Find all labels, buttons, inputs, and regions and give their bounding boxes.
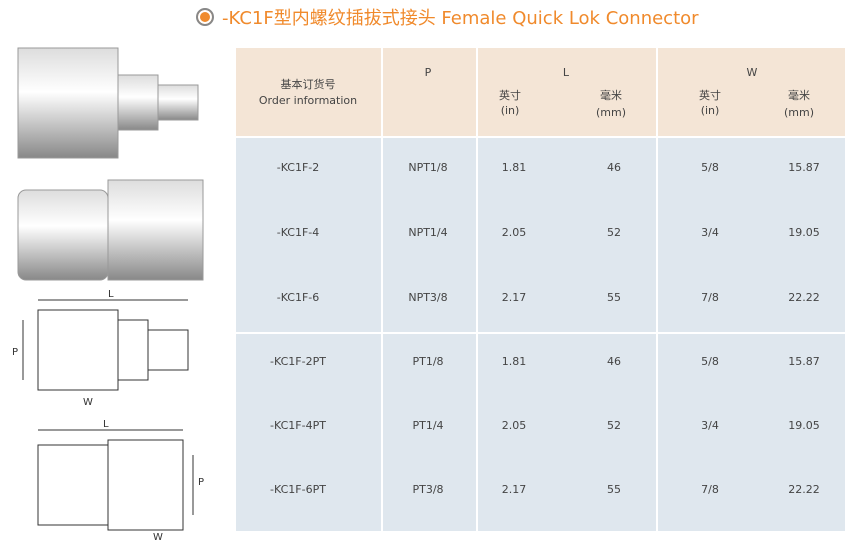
table-cell: 2.17 bbox=[501, 291, 527, 304]
table-cell: -KC1F-6 bbox=[276, 291, 320, 304]
plug-drawing: L P W bbox=[12, 289, 189, 408]
l-mm-header: 毫米 bbox=[600, 89, 622, 102]
table-cell: PT3/8 bbox=[412, 483, 444, 496]
w-in-header: 英寸 bbox=[699, 89, 721, 102]
table-body bbox=[236, 138, 845, 531]
table-cell: NPT1/4 bbox=[408, 226, 448, 239]
coupler-drawing: L P W bbox=[37, 419, 204, 543]
table-cell: 3/4 bbox=[701, 419, 719, 432]
order-header-en: Order information bbox=[258, 94, 358, 107]
table-cell: 15.87 bbox=[788, 161, 820, 174]
w-label: W bbox=[153, 532, 163, 543]
table-cell: 55 bbox=[607, 291, 621, 304]
table-cell: PT1/4 bbox=[412, 419, 444, 432]
plug-photo bbox=[17, 47, 199, 159]
table-cell: -KC1F-4 bbox=[276, 226, 320, 239]
table-cell: -KC1F-2 bbox=[276, 161, 320, 174]
l-label: L bbox=[108, 289, 114, 300]
w-in-unit: (in) bbox=[700, 104, 720, 117]
table-cell: 46 bbox=[607, 161, 621, 174]
l-in-header: 英寸 bbox=[499, 89, 521, 102]
table-cell: 5/8 bbox=[701, 161, 719, 174]
table-cell: -KC1F-6PT bbox=[270, 483, 326, 496]
table-cell: 2.17 bbox=[501, 483, 527, 496]
table-cell: 19.05 bbox=[788, 226, 820, 239]
l-label: L bbox=[103, 419, 109, 430]
table-cell: 46 bbox=[607, 355, 621, 368]
table-cell: 22.22 bbox=[788, 291, 820, 304]
table-header bbox=[236, 48, 845, 136]
table-cell: 55 bbox=[607, 483, 621, 496]
table-cell: 52 bbox=[607, 419, 621, 432]
table-cell: 3/4 bbox=[701, 226, 719, 239]
w-header: W bbox=[746, 66, 758, 79]
table-cell: 15.87 bbox=[788, 355, 820, 368]
coupler-photo bbox=[17, 179, 204, 281]
l-header: L bbox=[562, 66, 570, 79]
order-header-cn: 基本订货号 bbox=[280, 78, 336, 91]
table-cell: PT1/8 bbox=[412, 355, 444, 368]
table-cell: 1.81 bbox=[501, 355, 527, 368]
w-label: W bbox=[83, 397, 93, 408]
table-cell: 52 bbox=[607, 226, 621, 239]
p-label: P bbox=[198, 477, 204, 488]
table-cell: 19.05 bbox=[788, 419, 820, 432]
table-cell: 2.05 bbox=[501, 419, 527, 432]
table-cell: -KC1F-4PT bbox=[270, 419, 326, 432]
l-in-unit: (in) bbox=[500, 104, 520, 117]
table-cell: 7/8 bbox=[701, 291, 719, 304]
table-cell: NPT3/8 bbox=[408, 291, 448, 304]
spec-table: 基本订货号 Order information P L W 英寸 (in) 毫米… bbox=[236, 48, 845, 531]
table-cell: -KC1F-2PT bbox=[270, 355, 326, 368]
p-label: P bbox=[12, 347, 18, 358]
table-cell: NPT1/8 bbox=[408, 161, 448, 174]
page-title: -KC1F型内螺纹插拔式接头 Female Quick Lok Connecto… bbox=[196, 4, 699, 30]
table-cell: 5/8 bbox=[701, 355, 719, 368]
bullet-icon bbox=[196, 8, 214, 26]
table-cell: 22.22 bbox=[788, 483, 820, 496]
p-header: P bbox=[424, 66, 432, 79]
table-cell: 1.81 bbox=[501, 161, 527, 174]
w-mm-unit: (mm) bbox=[783, 106, 815, 119]
table-cell: 7/8 bbox=[701, 483, 719, 496]
w-mm-header: 毫米 bbox=[788, 89, 810, 102]
table-cell: 2.05 bbox=[501, 226, 527, 239]
l-mm-unit: (mm) bbox=[595, 106, 627, 119]
